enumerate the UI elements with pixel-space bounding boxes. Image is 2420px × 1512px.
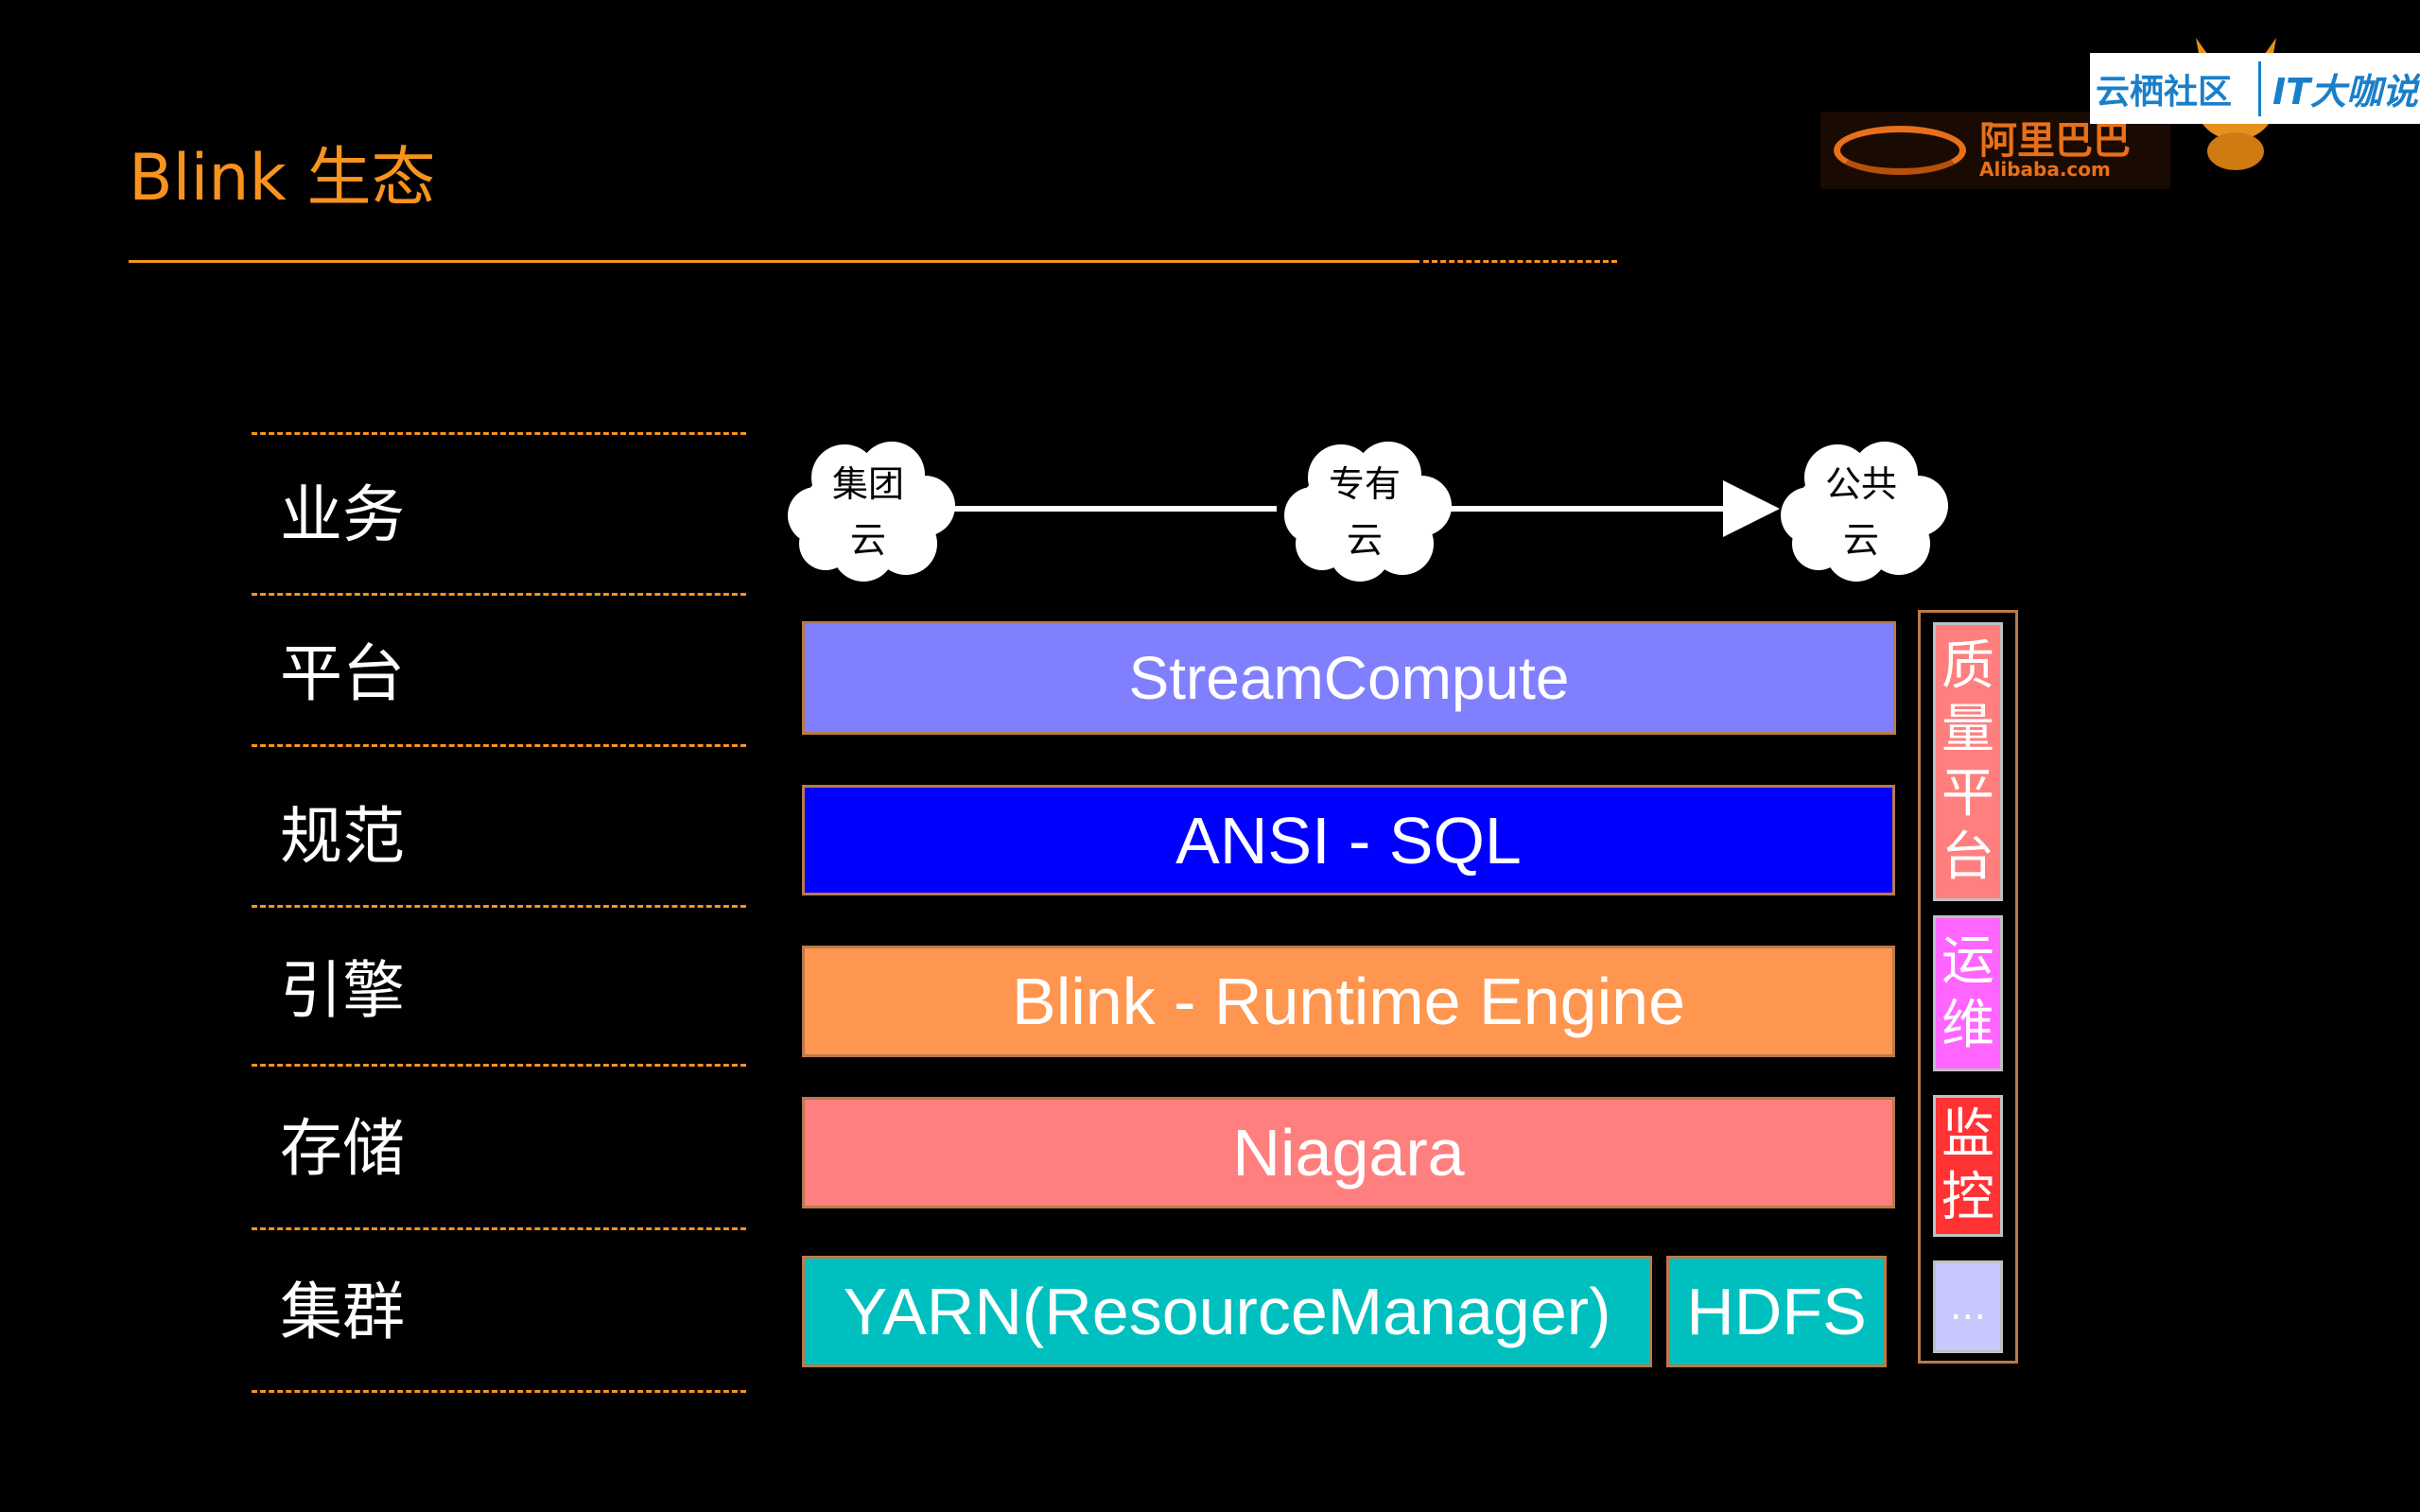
storage-label: Niagara bbox=[1232, 1116, 1465, 1190]
it-talk-logo-text: IT大咖说 bbox=[2272, 71, 2419, 113]
quality-char: 量 bbox=[1941, 699, 1994, 761]
layer-divider bbox=[252, 744, 746, 747]
community-logo: 云栖社区 IT大咖说 bbox=[2090, 53, 2420, 124]
cloud-private-line1: 专有 bbox=[1328, 463, 1401, 505]
more-label: ... bbox=[1949, 1285, 1987, 1329]
ops-char: 运 bbox=[1941, 930, 1994, 993]
layer-label-business: 业务 bbox=[280, 478, 405, 551]
layer-divider bbox=[252, 905, 746, 908]
storage-block: Niagara bbox=[802, 1097, 1895, 1208]
side-services-frame bbox=[1918, 610, 2018, 1364]
platform-block: StreamCompute bbox=[802, 621, 1896, 735]
monitor-char: 控 bbox=[1941, 1167, 1994, 1228]
ops-block: 运 维 bbox=[1933, 915, 2003, 1071]
yarn-label: YARN(ResourceManager) bbox=[843, 1275, 1611, 1348]
layer-divider bbox=[252, 432, 746, 435]
cloud-group-label: 集团 云 bbox=[802, 457, 934, 568]
cloud-public-label: 公共 云 bbox=[1795, 457, 1927, 568]
layer-divider bbox=[252, 1390, 746, 1393]
page-title: Blink 生态 bbox=[129, 141, 436, 216]
alibaba-logo-cn: 阿里巴巴 bbox=[1979, 119, 2131, 163]
cloud-private-line2: 云 bbox=[1346, 518, 1383, 561]
engine-block: Blink - Runtime Engine bbox=[802, 946, 1895, 1057]
layer-label-cluster: 集群 bbox=[280, 1276, 405, 1348]
quality-char: 台 bbox=[1941, 826, 1994, 888]
more-block: ... bbox=[1933, 1260, 2003, 1353]
alibaba-logo-en: Alibaba.com bbox=[1979, 158, 2111, 181]
hdfs-block: HDFS bbox=[1666, 1256, 1887, 1367]
quality-char: 平 bbox=[1941, 762, 1994, 825]
monitor-char: 监 bbox=[1941, 1103, 1994, 1165]
title-underline bbox=[129, 260, 1419, 263]
alibaba-swoosh-icon bbox=[1834, 126, 1966, 175]
layer-divider bbox=[252, 593, 746, 596]
layer-label-storage: 存储 bbox=[280, 1112, 405, 1185]
cloud-group-line2: 云 bbox=[849, 518, 886, 561]
layer-label-platform: 平台 bbox=[280, 637, 405, 710]
alibaba-logo: 阿里巴巴 Alibaba.com bbox=[1820, 112, 2170, 189]
cloud-public-line1: 公共 bbox=[1824, 463, 1897, 505]
monitor-block: 监 控 bbox=[1933, 1095, 2003, 1237]
layer-label-spec: 规范 bbox=[280, 800, 405, 873]
quality-char: 质 bbox=[1941, 635, 1994, 698]
cloud-group-line1: 集团 bbox=[831, 463, 904, 505]
yunqi-logo-text: 云栖社区 bbox=[2096, 72, 2233, 112]
engine-label: Blink - Runtime Engine bbox=[1012, 965, 1685, 1038]
platform-label: StreamCompute bbox=[1128, 644, 1570, 712]
logo-divider bbox=[2258, 61, 2261, 116]
cloud-public-line2: 云 bbox=[1842, 518, 1879, 561]
quality-platform-block: 质 量 平 台 bbox=[1933, 622, 2003, 901]
layer-divider bbox=[252, 1064, 746, 1067]
title-underline-dashed bbox=[1423, 260, 1617, 263]
cloud-private-label: 专有 云 bbox=[1298, 457, 1431, 568]
hdfs-label: HDFS bbox=[1686, 1275, 1867, 1348]
spec-label: ANSI - SQL bbox=[1175, 803, 1522, 878]
yarn-block: YARN(ResourceManager) bbox=[802, 1256, 1652, 1367]
spec-block: ANSI - SQL bbox=[802, 785, 1895, 895]
layer-divider bbox=[252, 1227, 746, 1230]
ops-char: 维 bbox=[1941, 994, 1994, 1056]
layer-label-engine: 引擎 bbox=[280, 954, 405, 1027]
